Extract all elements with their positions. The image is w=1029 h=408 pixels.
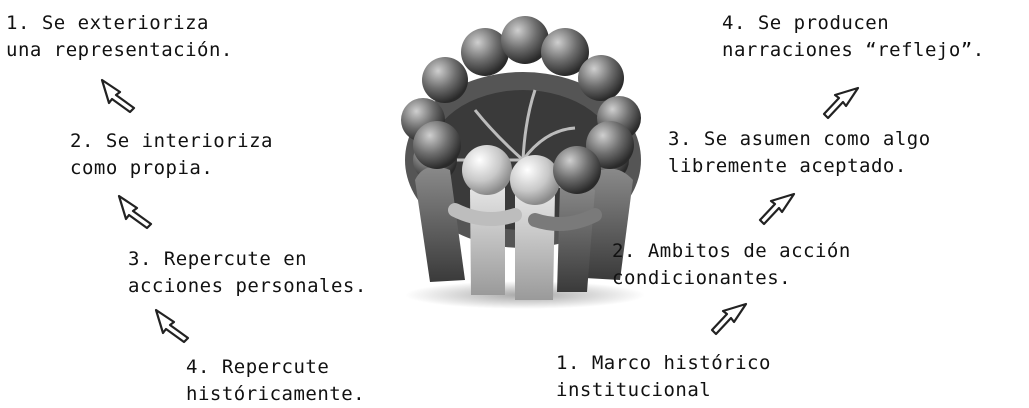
right-step-4-line1: 4. Se producen	[722, 10, 985, 37]
right-step-2-line2: condicionantes.	[612, 265, 851, 292]
right-step-3-line2: libremente aceptado.	[668, 153, 931, 180]
left-step-2-line1: 2. Se interioriza	[70, 128, 273, 155]
left-step-3-line1: 3. Repercute en	[128, 246, 367, 273]
left-step-2-line2: como propia.	[70, 155, 273, 182]
left-step-3-line2: acciones personales.	[128, 273, 367, 300]
right-step-1: 1. Marco histórico institucional	[556, 350, 771, 404]
cursor-arrow-down-right-icon	[96, 76, 140, 116]
left-step-2: 2. Se interioriza como propia.	[70, 128, 273, 182]
cursor-arrow-up-right-icon	[756, 190, 800, 230]
cursor-arrow-down-right-icon	[113, 192, 157, 232]
right-step-4: 4. Se producen narraciones “reflejo”.	[722, 10, 985, 64]
right-step-3: 3. Se asumen como algo libremente acepta…	[668, 126, 931, 180]
cursor-arrow-down-right-icon	[150, 306, 194, 346]
left-step-4-line2: históricamente.	[186, 381, 365, 408]
left-step-1-line2: una representación.	[6, 37, 233, 64]
right-step-2: 2. Ambitos de acción condicionantes.	[612, 238, 851, 292]
right-step-2-line1: 2. Ambitos de acción	[612, 238, 851, 265]
left-step-4: 4. Repercute históricamente.	[186, 354, 365, 408]
left-step-3: 3. Repercute en acciones personales.	[128, 246, 367, 300]
right-step-4-line2: narraciones “reflejo”.	[722, 37, 985, 64]
cursor-arrow-up-right-icon	[820, 84, 864, 124]
cursor-arrow-up-right-icon	[708, 300, 752, 340]
right-step-3-line1: 3. Se asumen como algo	[668, 126, 931, 153]
left-step-1-line1: 1. Se exterioriza	[6, 10, 233, 37]
right-step-1-line2: institucional	[556, 377, 771, 404]
left-step-1: 1. Se exterioriza una representación.	[6, 10, 233, 64]
left-step-4-line1: 4. Repercute	[186, 354, 365, 381]
right-step-1-line1: 1. Marco histórico	[556, 350, 771, 377]
